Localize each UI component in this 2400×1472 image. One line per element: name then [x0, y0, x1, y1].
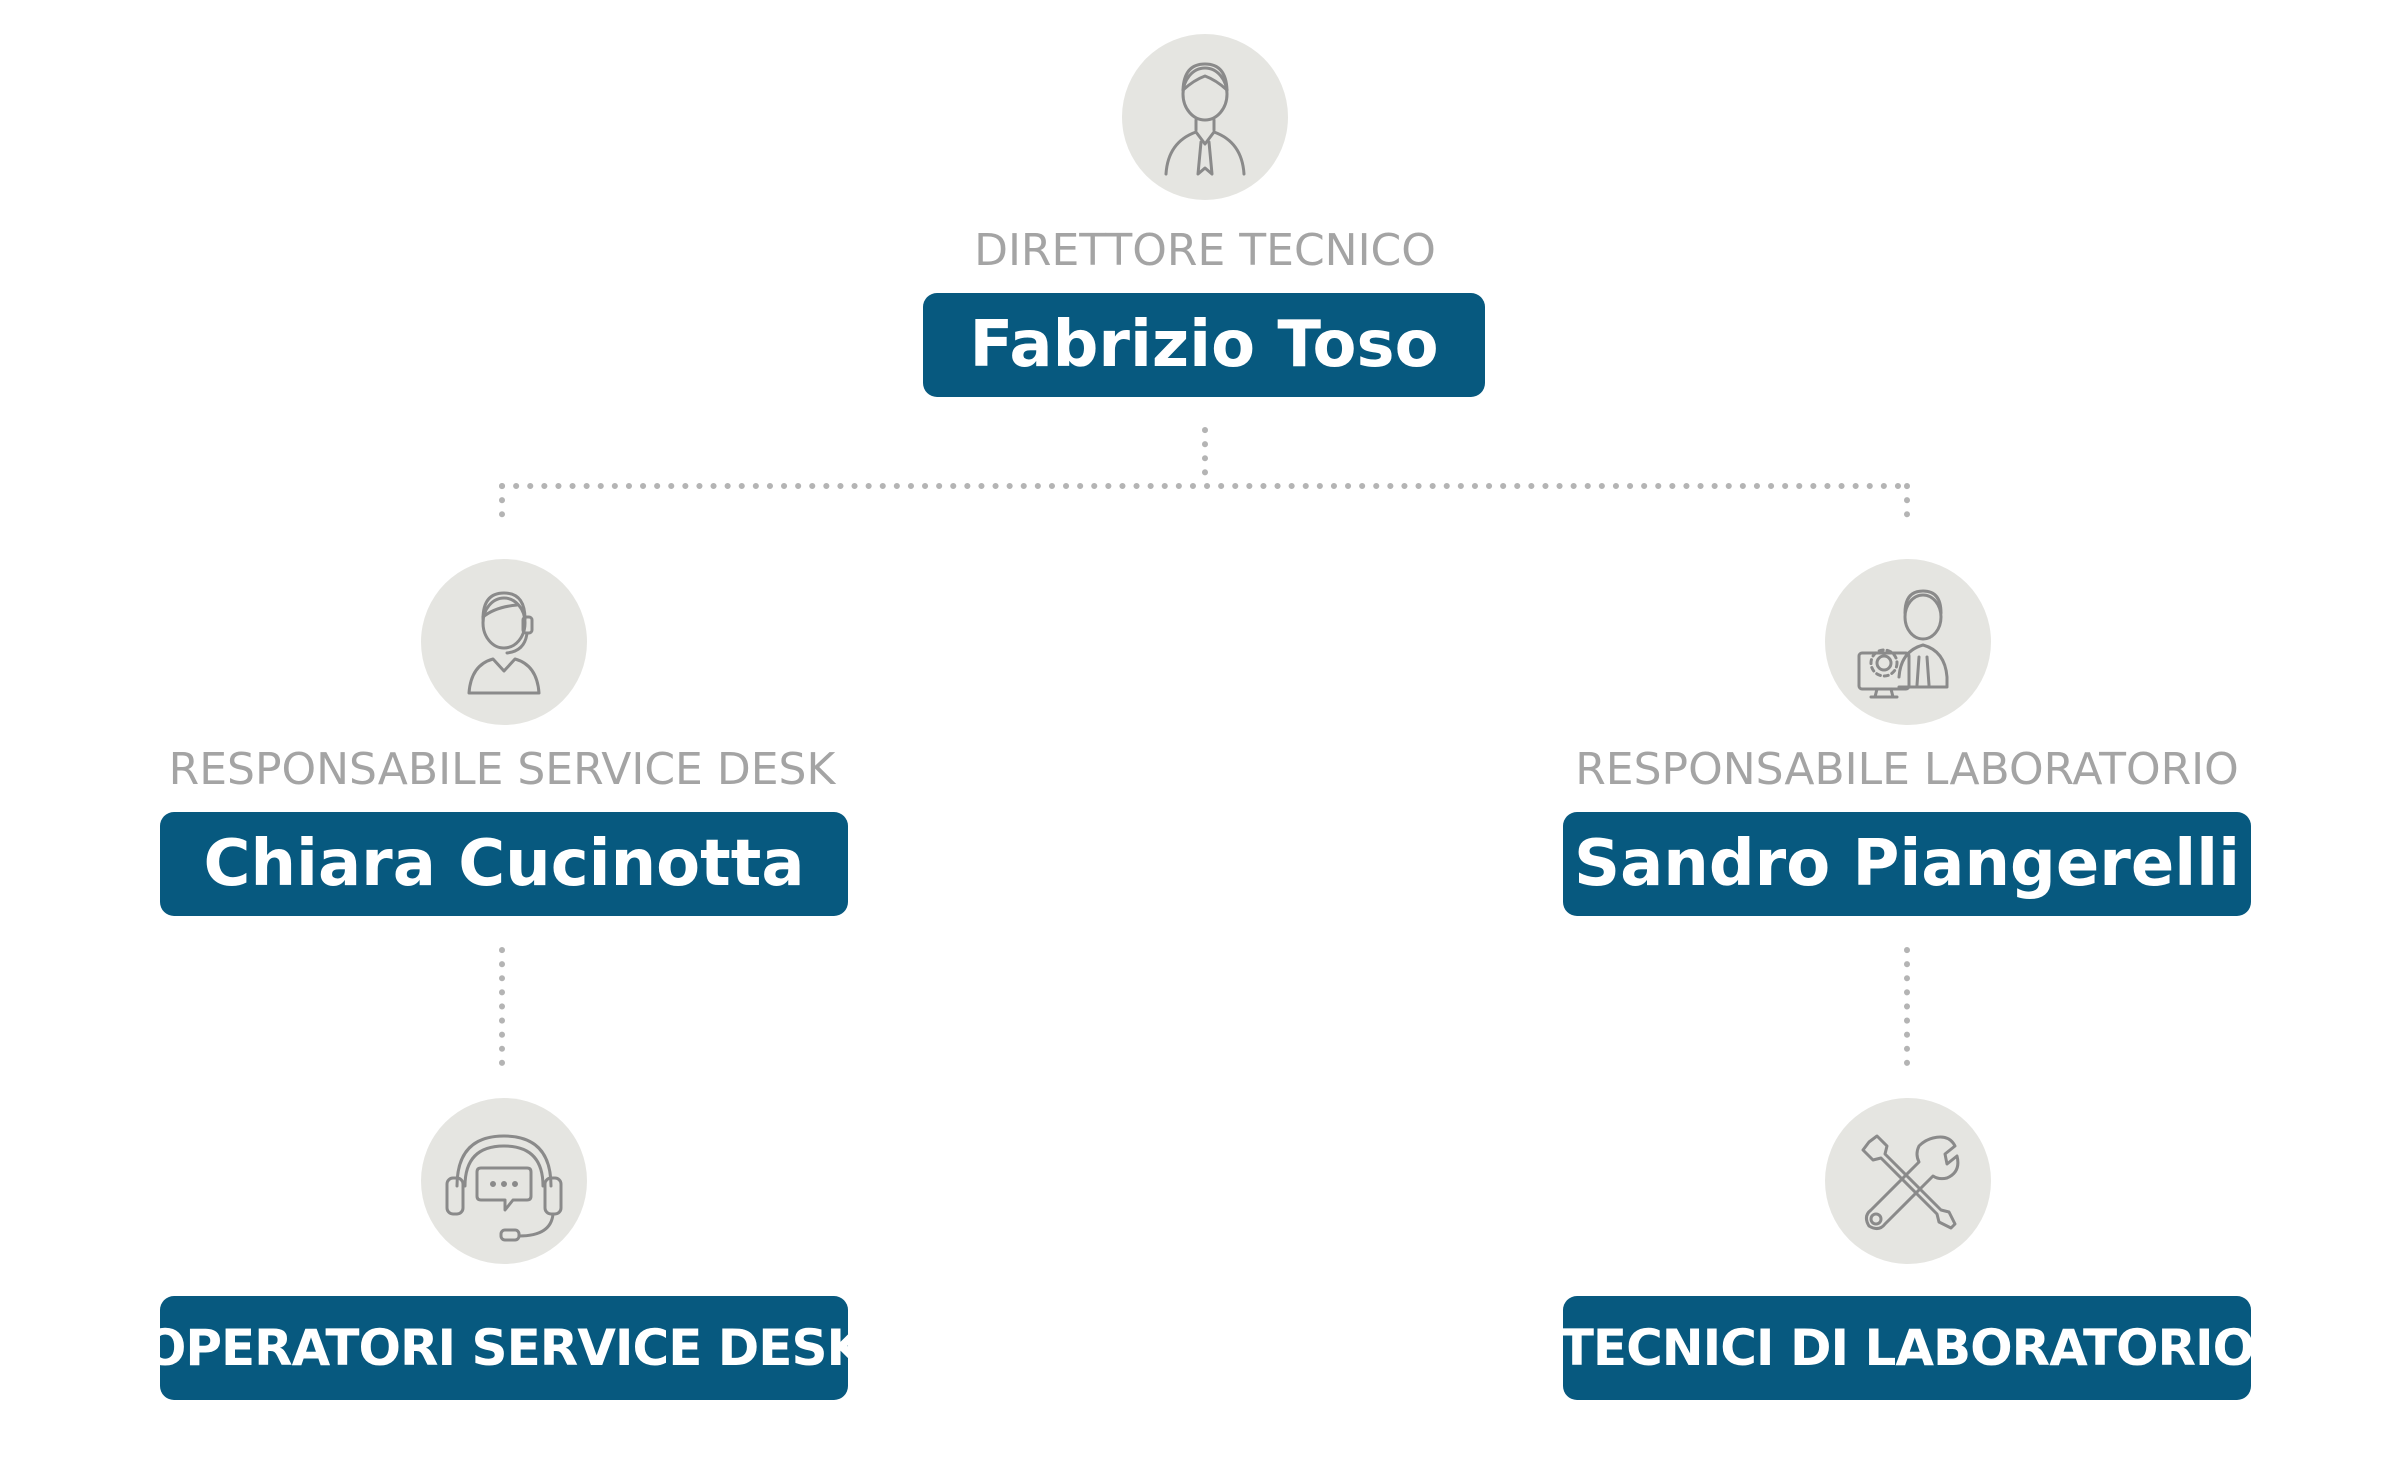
support-agent-icon: [467, 591, 541, 695]
service-desk-lead-name-box: Chiara Cucinotta: [160, 812, 848, 916]
tools-icon: [1861, 1134, 1960, 1231]
service-desk-team-avatar: [421, 1098, 587, 1264]
lab-lead-name-box: Sandro Piangerelli: [1563, 812, 2251, 916]
director-role: DIRETTORE TECNICO: [974, 225, 1436, 276]
director-avatar: [1122, 34, 1288, 200]
service-desk-lead-role: RESPONSABILE SERVICE DESK: [168, 744, 836, 795]
lab-lead-role: RESPONSABILE LABORATORIO: [1575, 744, 2239, 795]
lab-team-avatar: [1825, 1098, 1991, 1264]
service-desk-team-box: OPERATORI SERVICE DESK: [144, 1296, 865, 1400]
headset-chat-icon: [445, 1134, 563, 1242]
director-name-box: Fabrizio Toso: [923, 293, 1485, 397]
lab-lead-avatar: [1825, 559, 1991, 725]
service-desk-lead-avatar: [421, 559, 587, 725]
manager-icon: [1164, 62, 1246, 176]
lab-team-box: TECNICI DI LABORATORIO: [1560, 1296, 2255, 1400]
technician-computer-icon: [1857, 589, 1949, 699]
